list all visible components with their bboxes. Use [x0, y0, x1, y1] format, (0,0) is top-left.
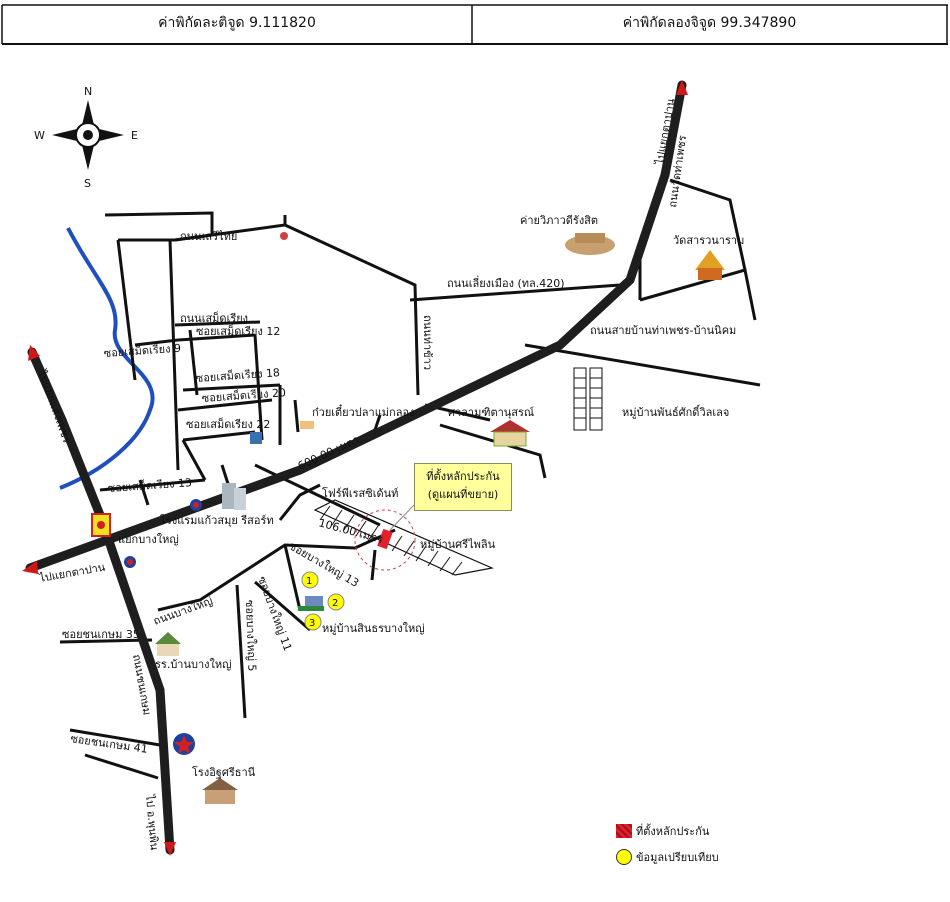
- label-soi-20: ซอยเสม็ดเรียง 20: [201, 385, 286, 405]
- fuel-icon-1: [190, 499, 202, 511]
- map-labels: ไปแยกตาปาน ถนนวัดท่าเพชร ค่ายวิภาวดีรังส…: [35, 97, 744, 851]
- comparison-label-2: 2: [332, 598, 338, 609]
- compass-rose: N S W E: [34, 85, 138, 190]
- label-soi-18: ซอยเสม็ดเรียง 18: [195, 365, 280, 385]
- arrow-sw: [22, 561, 38, 574]
- temple-icon: [695, 250, 725, 280]
- shrine-icon: [490, 420, 530, 447]
- fuel-icon-2: [124, 556, 136, 568]
- label-noodle-shop: ก๋วยเตี๋ยวปลาแม่กลอง: [312, 403, 414, 419]
- label-bang-yai-road: ถนนบางใหญ่: [152, 594, 215, 628]
- label-to-surat: ไป อ.พุนพิน: [143, 793, 161, 851]
- callout-line-1: ที่ตั้งหลักประกัน: [426, 470, 500, 483]
- comparison-marker-1: [301, 571, 319, 589]
- label-camp: ค่ายวิภาวดีรังสิต: [520, 214, 598, 227]
- label-soi-bang-yai-5: ซอยบางใหญ่ 5: [243, 600, 258, 672]
- label-soi-22: ซอยเสม็ดเรียง 22: [186, 417, 270, 431]
- legend-comparison-swatch: [616, 849, 632, 865]
- callout-line-2: (ดูแผนที่ขยาย): [427, 488, 499, 501]
- label-saemrit-road: ถนนเสม็ดเรียง: [180, 311, 248, 325]
- arrow-s: [164, 842, 176, 856]
- collateral-radius: [354, 509, 416, 571]
- legend-comparison: ข้อมูลเปรียบเทียบ: [616, 848, 719, 866]
- star-icon: [173, 733, 195, 755]
- latitude-label: ค่าพิกัดละติจูด 9.111820: [158, 15, 316, 31]
- noodle-icon: [300, 421, 314, 429]
- traffic-light-icon: [91, 513, 111, 537]
- seri-thai-icon: [280, 232, 288, 240]
- label-hotel: โรงแรมแก้วสมุย รีสอร์ท: [160, 513, 274, 527]
- arrow-nw: [28, 345, 40, 361]
- compass-w: W: [34, 129, 45, 142]
- label-shrine: ศาลามุฑิตานุสรณ์: [448, 406, 534, 419]
- comparison-label-3: 3: [309, 618, 315, 629]
- label-village-phan-sak: หมู่บ้านพันธ์ศักดิ์วิลเลจ: [622, 404, 729, 419]
- school-icon: [155, 632, 181, 656]
- label-seri-thai-road: ถนนเสรีไทย: [180, 230, 237, 243]
- collateral-marker: [377, 528, 393, 550]
- comparison-marker-2: [327, 593, 345, 611]
- local-roads: [59, 178, 761, 780]
- label-bypass-road: ถนนเลี่ยงเมือง (ทล.420): [447, 275, 565, 290]
- river: [59, 227, 155, 490]
- police-icon: [250, 432, 262, 444]
- label-soi-13: ซอยเสม็ดเรียง 13: [107, 475, 192, 495]
- comparison-markers: 1 2 3: [301, 571, 345, 631]
- label-village-sripailin: หมู่บ้านศรีไพลิน: [420, 538, 496, 551]
- header-frame: [1, 4, 948, 45]
- coordinates-header: ค่าพิกัดละติจูด 9.111820 ค่าพิกัดลองจิจู…: [0, 0, 950, 46]
- legend-collateral-swatch: [616, 824, 632, 838]
- label-to-khao-hua-khwai: ไปแยกแสงเพชร: [35, 368, 74, 445]
- camp-icon: [565, 233, 615, 255]
- label-forward-residence: โฟร์พีเรสซิเด้นท์: [322, 486, 398, 500]
- callout-leader: [389, 504, 415, 531]
- hotel-icon: [222, 483, 246, 510]
- longitude-label: ค่าพิกัดลองจิจูด 99.347890: [622, 15, 797, 31]
- label-soi-bang-yai-11: ซอยบางใหญ่ 11: [255, 575, 294, 653]
- sinthorn-icon: [298, 596, 324, 611]
- label-wat-sarawanaram: วัดสารวนาราม: [673, 234, 744, 247]
- legend-comparison-label: ข้อมูลเปรียบเทียบ: [636, 851, 719, 864]
- legend-collateral-label: ที่ตั้งหลักประกัน: [636, 825, 710, 838]
- label-bang-yai-junction: แยกบางใหญ่: [118, 533, 179, 546]
- label-soi-9: ซอยเสม็ดเรียง 9: [103, 341, 181, 360]
- compass-s: S: [84, 177, 91, 190]
- main-roads: [25, 80, 687, 855]
- legend-collateral: ที่ตั้งหลักประกัน: [616, 822, 709, 840]
- brick-kiln-icon: [202, 778, 238, 804]
- comparison-label-1: 1: [306, 576, 312, 587]
- label-soi-chon-kasem-35: ซอยชนเกษม 35: [62, 628, 140, 641]
- label-soi-12: ซอยเสม็ดเรียง 12: [196, 324, 280, 338]
- label-village-sinthorn: หมู่บ้านสินธรบางใหญ่: [322, 622, 425, 635]
- village-phan-sak-plot: [573, 367, 603, 431]
- village-sripailin-plot: [313, 499, 495, 576]
- label-hospital: โรงอิฐศรีธานี: [192, 765, 256, 779]
- collateral-callout: ที่ตั้งหลักประกัน (ดูแผนที่ขยาย): [414, 463, 512, 511]
- comparison-marker-3: [304, 613, 322, 631]
- label-school: รร.บ้านบางใหญ่: [155, 658, 232, 671]
- road-arrows: [22, 80, 688, 856]
- label-tha-khao-road: ถนนท่าข้าว: [421, 315, 434, 370]
- arrow-ne: [676, 80, 688, 95]
- compass-e: E: [131, 129, 138, 142]
- label-distance-600: 600.00 เมตร: [296, 433, 361, 473]
- label-tha-phet-nikom-road: ถนนสายบ้านท่าเพชร-บ้านนิคม: [590, 324, 736, 337]
- compass-n: N: [84, 85, 92, 98]
